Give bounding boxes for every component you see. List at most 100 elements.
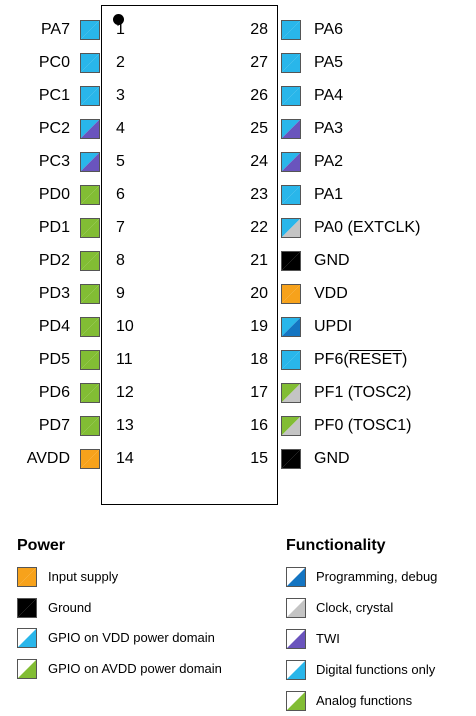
legend-label: Clock, crystal: [316, 600, 394, 615]
pin-label: PA3: [314, 119, 343, 139]
pin-number: 1: [116, 21, 125, 38]
pin-label: PD6: [38, 384, 70, 401]
pin-number: 9: [116, 285, 125, 302]
pin-number: 15: [250, 450, 268, 467]
pin-number: 8: [116, 252, 125, 269]
pin-color-square: [80, 53, 100, 73]
pin-label: PA6: [314, 20, 343, 40]
legend-swatch: [17, 567, 37, 587]
pin-color-square: [281, 251, 301, 271]
pin-label: PA1: [314, 185, 343, 205]
pin-number: 13: [116, 417, 134, 434]
pin-label-text: PA5: [314, 54, 344, 71]
pin-label-text: PA6: [314, 21, 344, 38]
pin-color-square: [80, 185, 100, 205]
pin-number: 4: [116, 120, 125, 137]
pin-color-square: [80, 152, 100, 172]
pin-label-text: VDD: [314, 285, 348, 302]
legend-swatch: [286, 598, 306, 618]
pin-label: VDD: [314, 284, 348, 304]
legend-label: TWI: [316, 631, 340, 646]
legend-label: Analog functions: [316, 693, 413, 708]
pin-color-square: [281, 119, 301, 139]
pin-label: UPDI: [314, 317, 352, 337]
pin-number: 19: [250, 318, 268, 335]
pin-color-square: [281, 218, 301, 238]
pin-color-square: [281, 416, 301, 436]
legend-swatch: [17, 597, 37, 618]
pin-label-text: GND: [314, 252, 350, 269]
pin-label: PA5: [314, 53, 343, 73]
pin-color-square: [281, 152, 301, 172]
chip-package-outline: [101, 5, 278, 505]
legend-swatch: [286, 691, 306, 711]
pin-number: 25: [250, 120, 268, 137]
pin-label-text: PA4: [314, 87, 344, 104]
pin-color-square: [281, 383, 301, 403]
pin-number: 28: [250, 21, 268, 38]
pin-color-square: [80, 416, 100, 436]
legend-label: Ground: [48, 599, 92, 615]
legend-label: Input supply: [48, 569, 119, 584]
pin-number: 7: [116, 219, 125, 236]
pin-color-square: [80, 119, 100, 139]
legend-label: Programming, debug: [316, 569, 438, 584]
power-legend-title: Power: [17, 537, 66, 554]
pin-label-text: PF6(: [314, 351, 349, 368]
pin-number: 5: [116, 153, 125, 170]
pin-label-text: PF1 (TOSC2): [314, 384, 412, 401]
pin-number: 3: [116, 87, 125, 104]
pin-label: PD2: [38, 252, 70, 269]
pin-color-square: [80, 317, 100, 337]
pin-color-square: [80, 449, 100, 469]
pin-number: 16: [250, 417, 268, 434]
pin-number: 2: [116, 54, 125, 71]
pin-label: PD5: [38, 351, 70, 368]
pin-number: 22: [250, 219, 268, 236]
legend-swatch: [17, 658, 37, 679]
legend-label: GPIO on VDD power domain: [48, 630, 215, 645]
pin-label-text: PA2: [314, 153, 344, 170]
pin-label: PD7: [38, 417, 70, 434]
pin-label-overline: RESET: [348, 351, 403, 368]
pin-label-text: UPDI: [314, 318, 353, 335]
pin-label: PC1: [38, 87, 70, 104]
pin-label-text: PA1: [314, 186, 344, 203]
pin-color-square: [281, 350, 301, 370]
pin-color-square: [281, 53, 301, 73]
legend-swatch: [17, 628, 37, 648]
pin-color-square: [80, 350, 100, 370]
pin-color-square: [281, 20, 301, 40]
pin-color-square: [80, 86, 100, 106]
pin-number: 26: [250, 87, 268, 104]
pin-label: PA2: [314, 152, 343, 172]
pin-color-square: [281, 317, 301, 337]
pin-label: PF0 (TOSC1): [314, 416, 412, 436]
pin-color-square: [80, 251, 100, 271]
pin1-indicator-dot: [113, 14, 124, 25]
pin-color-square: [80, 20, 100, 40]
pin-label: AVDD: [26, 450, 70, 467]
pin-label: PA0 (EXTCLK): [314, 218, 420, 238]
legend-swatch: [286, 629, 306, 649]
pin-number: 20: [250, 285, 268, 302]
pin-number: 6: [116, 186, 125, 203]
pin-label: PC2: [38, 120, 70, 137]
functionality-legend-title: Functionality: [286, 537, 386, 554]
pin-color-square: [281, 284, 301, 304]
pin-label-text: PA3: [314, 120, 344, 137]
pin-color-square: [281, 185, 301, 205]
pin-label: PD1: [38, 219, 70, 236]
pin-label: PF6(RESET): [314, 350, 407, 370]
pin-label-text: GND: [314, 450, 350, 467]
pin-label: PC0: [38, 54, 70, 71]
pin-color-square: [281, 449, 301, 469]
pin-color-square: [281, 86, 301, 106]
pin-label: GND: [314, 251, 350, 271]
pin-color-square: [80, 218, 100, 238]
pin-number: 18: [250, 351, 268, 368]
legend-label: Digital functions only: [316, 662, 436, 677]
pin-number: 21: [250, 252, 268, 269]
pin-label-text: PF0 (TOSC1): [314, 417, 412, 434]
pin-number: 23: [250, 186, 268, 203]
